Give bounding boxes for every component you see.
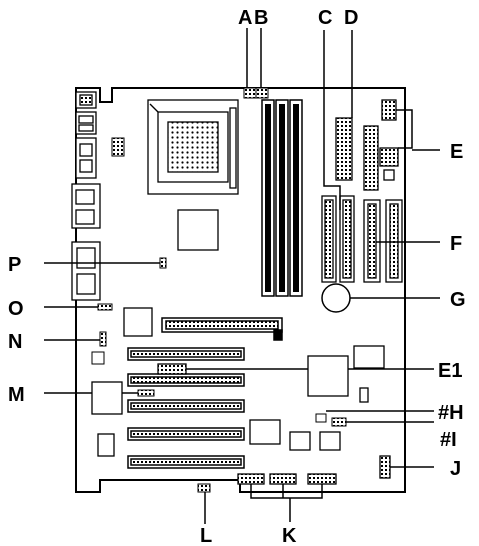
header-i [331,417,347,427]
header-j [379,455,391,479]
back-panel-io [71,91,101,301]
label-i: #I [440,429,457,451]
label-h: #H [438,402,464,424]
small-chip [91,351,105,365]
header-m [137,389,155,397]
label-j: J [450,458,461,480]
label-m: M [8,384,25,406]
header-o [97,303,113,311]
northbridge-chip [177,209,219,251]
label-o: O [8,298,24,320]
pci-slots [127,347,245,469]
jumper-p [159,257,167,269]
jumper-l [197,483,211,493]
label-g: G [450,289,466,311]
dimm-slots [261,99,303,297]
label-a: A [238,7,252,29]
label-n: N [8,331,22,353]
label-p: P [8,254,21,276]
header-n [99,331,107,347]
e-headers [363,99,399,191]
chip-left [123,307,153,337]
cpu-socket [147,99,239,195]
label-c: C [318,7,332,29]
fan-connector-b [255,87,269,99]
label-l: L [200,525,212,546]
ide-connectors [321,195,355,283]
e1-connector [157,363,187,375]
small-header [111,137,125,157]
fan-connector-a [243,87,257,99]
atx-power-connector [335,117,353,181]
usb-headers-k [237,473,337,485]
label-d: D [344,7,358,29]
label-b: B [254,7,268,29]
label-k: K [282,525,297,546]
cmos-battery [321,283,351,313]
board-outline [75,87,406,493]
label-e: E [450,141,463,163]
agp-slot [161,317,283,341]
chipset-components [97,345,385,457]
label-f: F [450,233,462,255]
chip-m-area [91,381,123,415]
label-e1: E1 [438,360,462,382]
f-connectors [363,199,403,283]
jumper-h [315,413,327,423]
